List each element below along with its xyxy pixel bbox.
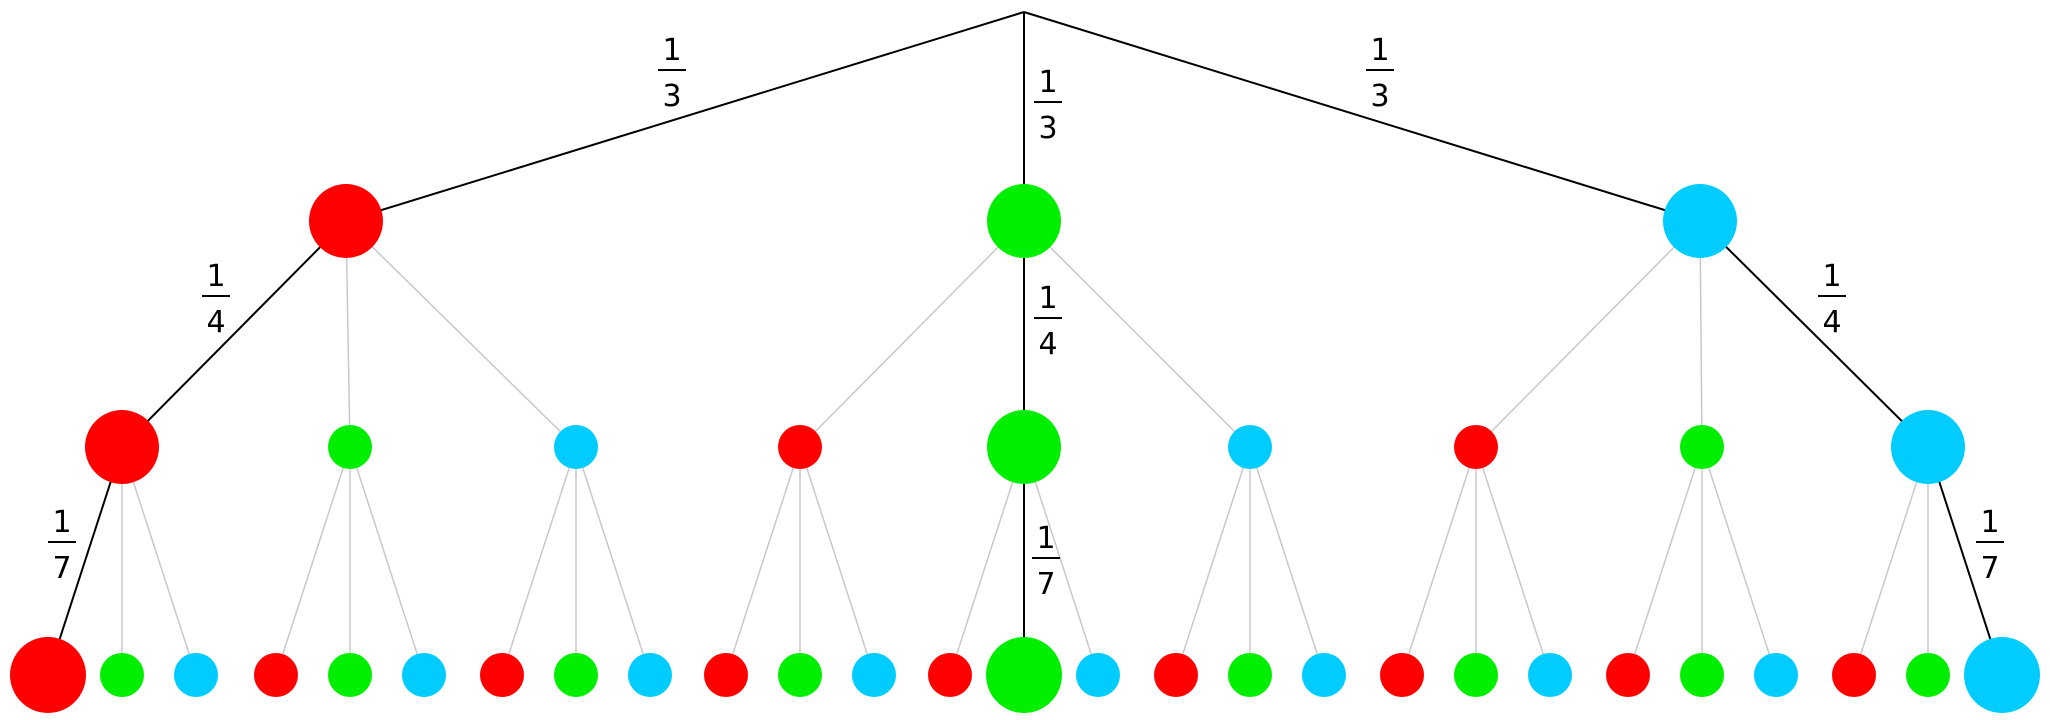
edge-blue-blue [1699,220,1929,448]
edge-green-blue-red [1175,446,1251,676]
node-green-level2 [987,410,1061,484]
edge-red-red-red [47,446,123,676]
node-green-level3 [1680,653,1724,697]
node-red-level3 [1832,653,1876,697]
node-green-level3 [554,653,598,697]
node-red-level1 [309,184,383,258]
node-green-level2 [328,425,372,469]
edge-red-blue [345,220,577,448]
edge-label-l1-mid: 1 3 [1034,65,1062,146]
edge-red-green-red [275,446,351,676]
node-blue-level2 [1228,425,1272,469]
node-green-level3 [1906,653,1950,697]
edge-label-l2-right: 1 4 [1818,259,1846,340]
node-red-level3 [928,653,972,697]
edge-red-red-blue [121,446,197,676]
edge-label-denominator: 4 [1822,305,1841,340]
edge-label-l2-left: 1 4 [202,259,230,340]
node-blue-level3 [628,653,672,697]
node-blue-level3 [1754,653,1798,697]
node-green-level3 [328,653,372,697]
edges [47,11,2003,676]
node-red-level2 [778,425,822,469]
node-red-level3 [480,653,524,697]
node-red-level3 [1154,653,1198,697]
node-blue-level3 [174,653,218,697]
edge-red-green [345,220,351,448]
edge-label-numerator: 1 [52,505,71,540]
edge-blue-blue-red [1853,446,1929,676]
edge-red-blue-red [501,446,577,676]
node-red-level3 [1606,653,1650,697]
edge-blue-green-red [1627,446,1703,676]
edge-label-l3-right: 1 7 [1976,505,2004,586]
edge-green-green-red [949,446,1025,676]
edge-label-l2-mid: 1 4 [1034,281,1062,362]
edge-label-numerator: 1 [662,33,681,68]
edge-blue-blue-blue [1927,446,2003,676]
edge-label-denominator: 3 [662,79,681,114]
edge-blue-red [1475,220,1701,448]
edge-label-numerator: 1 [1038,65,1057,100]
node-green-level3 [1228,653,1272,697]
edge-label-numerator: 1 [1370,33,1389,68]
node-blue-level2 [554,425,598,469]
node-green-level1 [987,184,1061,258]
node-red-level3 [704,653,748,697]
node-green-level2 [1680,425,1724,469]
node-green-level3 [100,653,144,697]
edge-label-l1-right: 1 3 [1366,33,1394,114]
edge-green-blue-blue [1249,446,1325,676]
edge-label-denominator: 3 [1038,111,1057,146]
edge-label-denominator: 7 [1980,551,1999,586]
node-red-level2 [1454,425,1498,469]
edge-label-numerator: 1 [1036,521,1055,556]
edge-green-green-blue [1023,446,1099,676]
edge-blue-green-blue [1701,446,1777,676]
edge-blue-red-red [1401,446,1477,676]
edge-red-green-blue [349,446,425,676]
nodes [10,184,2040,713]
edge-red-red [121,220,347,448]
edge-green-blue [1023,220,1251,448]
edge-root-blue [1023,11,1701,222]
node-blue-level3 [1528,653,1572,697]
node-blue-level3 [852,653,896,697]
node-red-level2 [85,410,159,484]
edge-green-red-blue [799,446,875,676]
node-green-level3 [778,653,822,697]
edge-green-red-red [725,446,801,676]
edge-root-red [345,11,1025,222]
node-blue-level3 [402,653,446,697]
edge-green-red [799,220,1025,448]
node-red-level3 [1380,653,1424,697]
node-red-level3 [10,637,86,713]
node-green-level3 [1454,653,1498,697]
edge-label-denominator: 7 [1036,567,1055,602]
edge-label-numerator: 1 [1822,259,1841,294]
edge-label-denominator: 7 [52,551,71,586]
node-blue-level2 [1891,410,1965,484]
node-red-level3 [254,653,298,697]
edge-label-l3-left: 1 7 [48,505,76,586]
node-blue-level3 [1964,637,2040,713]
node-blue-level3 [1302,653,1346,697]
edge-label-denominator: 3 [1370,79,1389,114]
edge-blue-green [1699,220,1703,448]
edge-label-l3-mid: 1 7 [1032,521,1060,602]
node-blue-level3 [1076,653,1120,697]
edge-label-denominator: 4 [206,305,225,340]
node-blue-level1 [1663,184,1737,258]
edge-label-numerator: 1 [1980,505,1999,540]
edge-red-blue-blue [575,446,651,676]
edge-label-l1-left: 1 3 [658,33,686,114]
edge-blue-red-blue [1475,446,1551,676]
edge-label-numerator: 1 [206,259,225,294]
edge-label-numerator: 1 [1038,281,1057,316]
node-green-level3 [986,637,1062,713]
edge-label-denominator: 4 [1038,327,1057,362]
